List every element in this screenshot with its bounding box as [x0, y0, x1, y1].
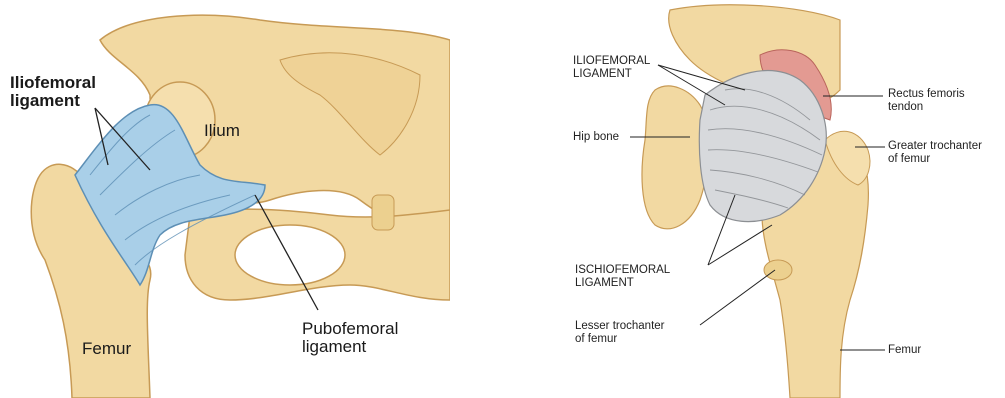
greater-trochanter-label: Greater trochanter of femur [888, 140, 982, 166]
obturator-foramen [235, 225, 345, 285]
ilium-label: Ilium [204, 122, 240, 140]
ischiofemoral-ligament-label: ISCHIOFEMORAL LIGAMENT [575, 264, 670, 290]
lesser-trochanter-label: Lesser trochanter of femur [575, 320, 665, 346]
femur-label-right: Femur [888, 344, 921, 357]
iliofemoral-label-line2: ligament [10, 92, 96, 110]
rectus-femoris-line1: Rectus femoris [888, 88, 965, 101]
lesser-trochanter-line1: Lesser trochanter [575, 320, 665, 333]
right-hip-ligament-diagram: ILIOFEMORAL LIGAMENT Hip bone ISCHIOFEMO… [540, 0, 1005, 398]
lesser-trochanter [764, 260, 792, 280]
rectus-femoris-tendon-label: Rectus femoris tendon [888, 88, 965, 114]
iliofemoral-ligament-label-right: ILIOFEMORAL LIGAMENT [573, 55, 650, 81]
left-hip-ligament-diagram: Iliofemoral ligament Ilium Pubofemoral l… [0, 0, 450, 398]
pubofemoral-ligament-label: Pubofemoral ligament [302, 320, 398, 356]
iliofemoral-ligament-label: Iliofemoral ligament [10, 74, 96, 110]
greater-trochanter-line2: of femur [888, 153, 982, 166]
ischiofemoral-line2: LIGAMENT [575, 277, 670, 290]
pubic-symphysis [372, 195, 394, 230]
femur-label-left: Femur [82, 340, 131, 358]
iliofemoral-right-line2: LIGAMENT [573, 68, 650, 81]
rectus-femoris-line2: tendon [888, 101, 965, 114]
lesser-trochanter-line2: of femur [575, 333, 665, 346]
greater-trochanter-line1: Greater trochanter [888, 140, 982, 153]
iliofemoral-right-line1: ILIOFEMORAL [573, 55, 650, 68]
pubofemoral-label-line2: ligament [302, 338, 398, 356]
pubofemoral-label-line1: Pubofemoral [302, 320, 398, 338]
ischiofemoral-line1: ISCHIOFEMORAL [575, 264, 670, 277]
hip-bone-label: Hip bone [573, 131, 619, 144]
iliofemoral-label-line1: Iliofemoral [10, 74, 96, 92]
